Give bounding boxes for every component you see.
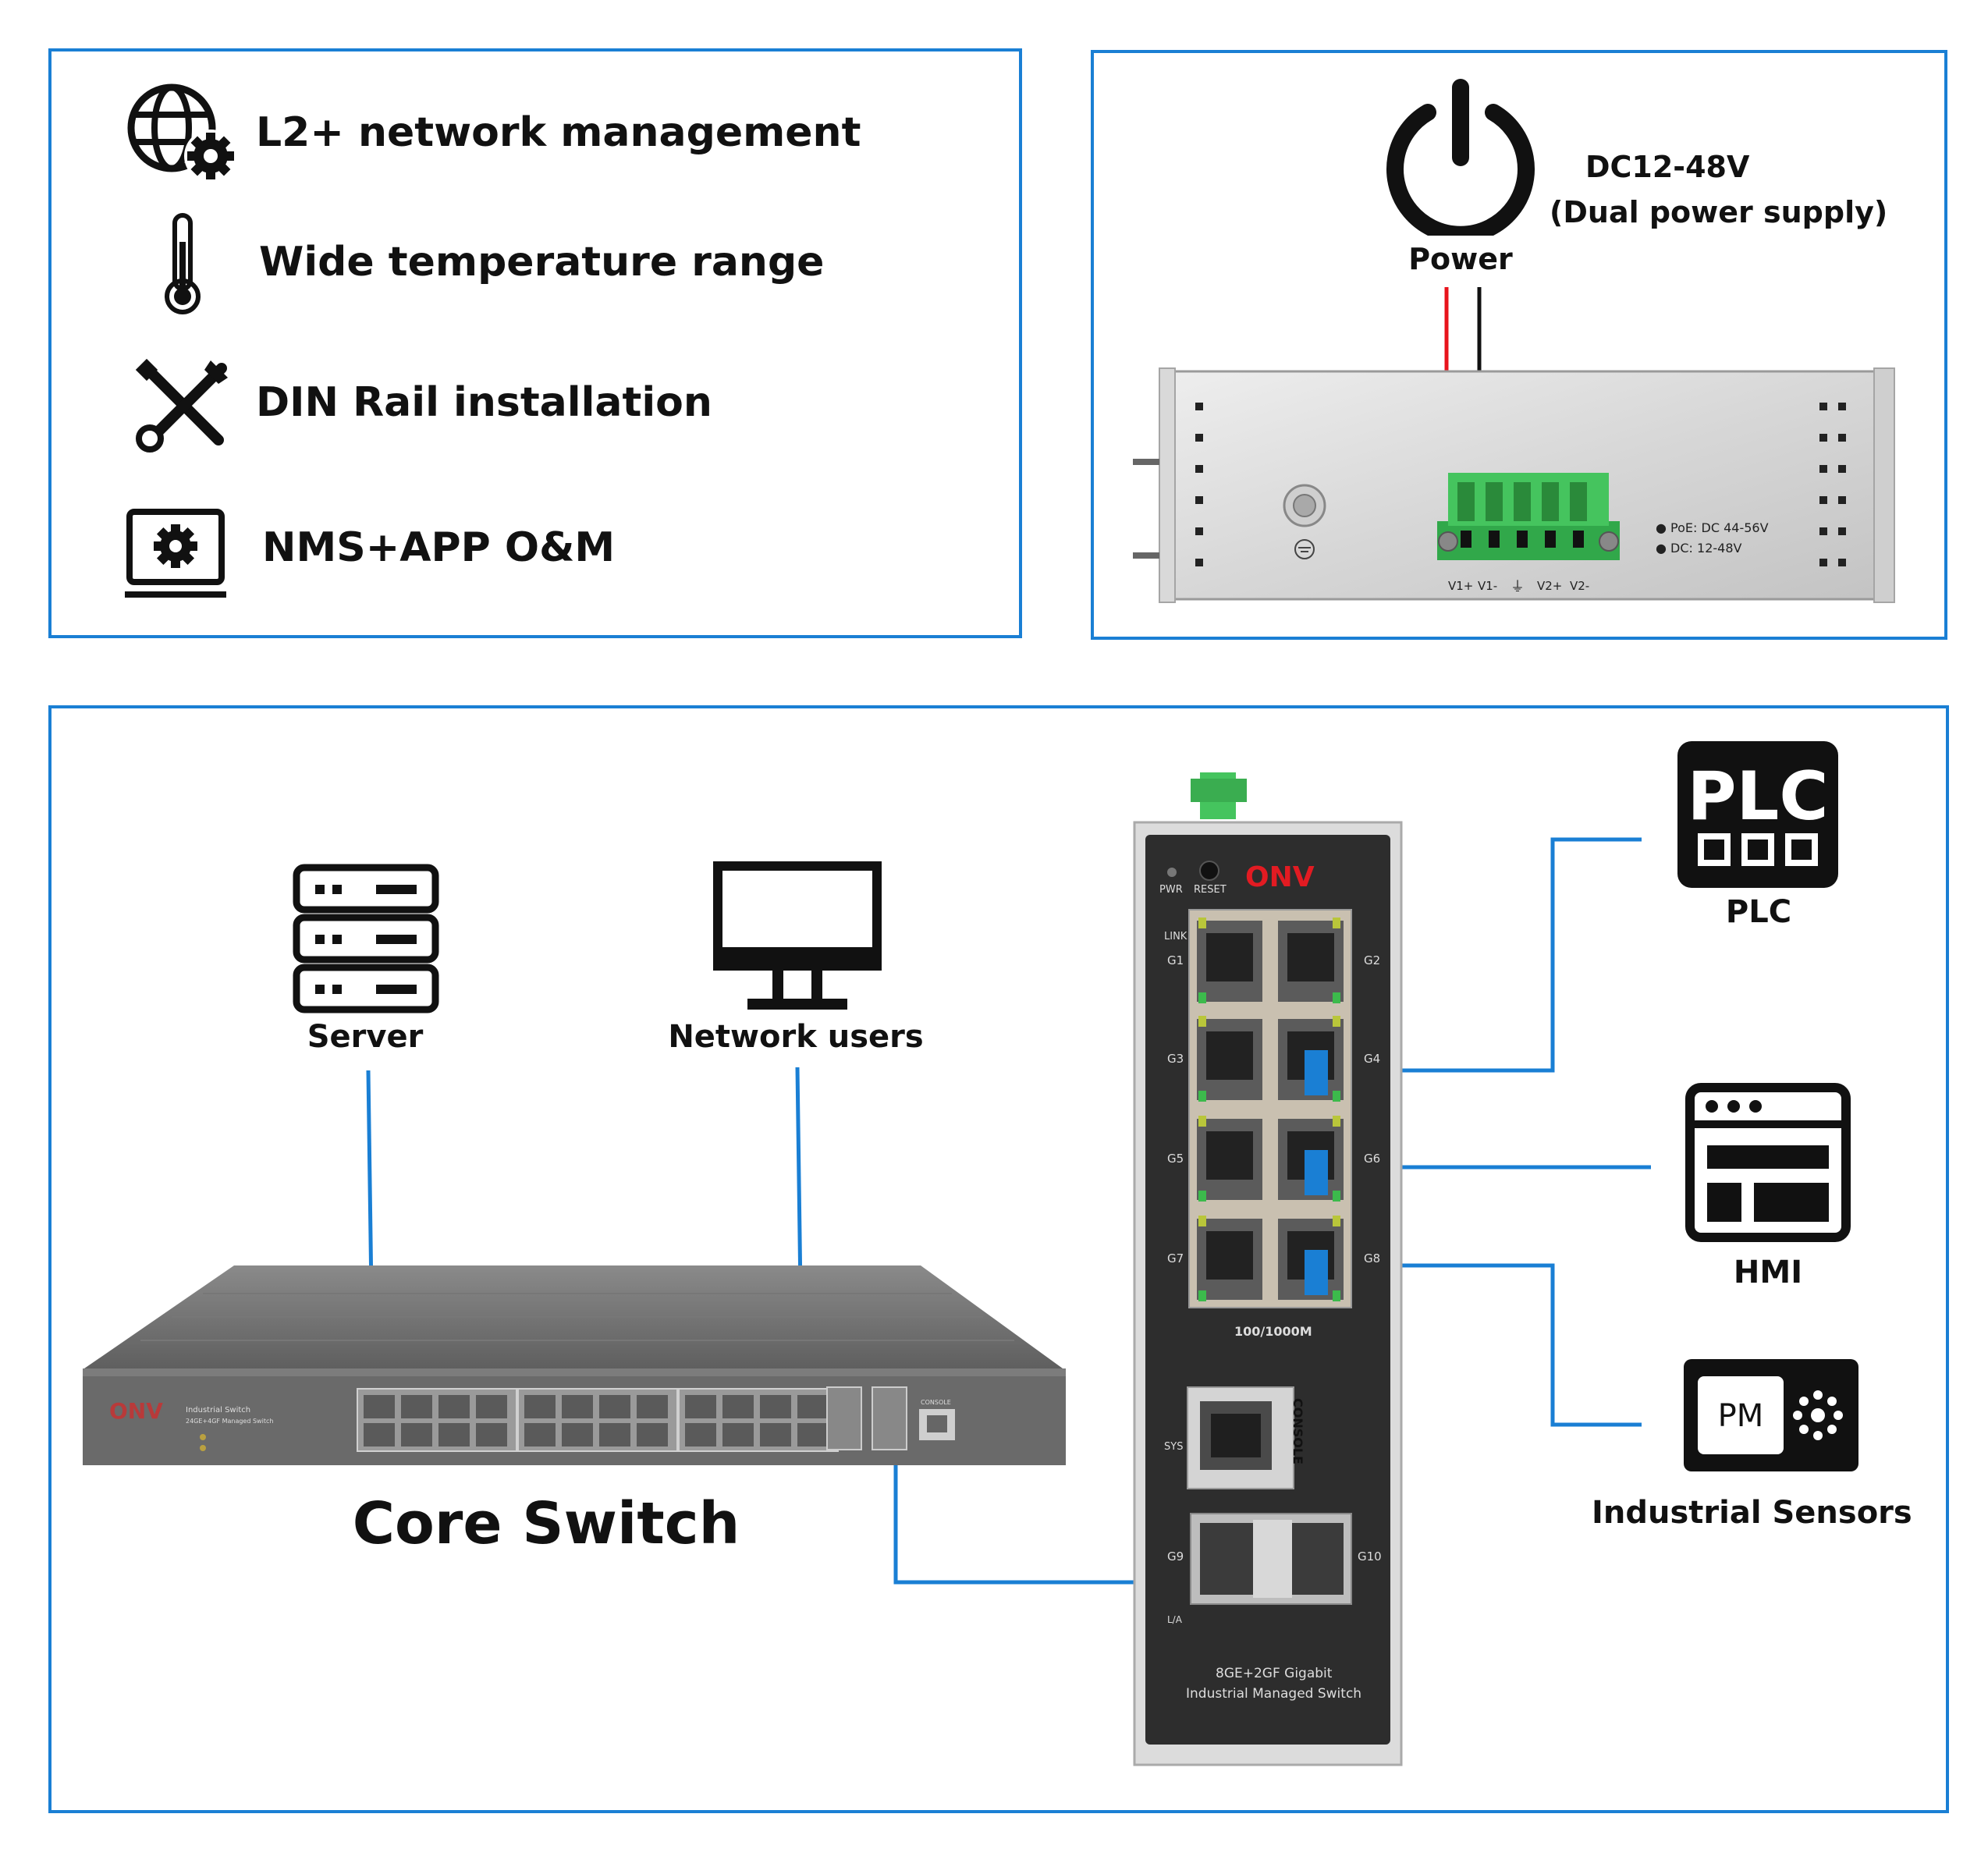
- features-panel: L2+ network management Wide temperature …: [48, 48, 1022, 638]
- sensor-icon: PM: [1684, 1359, 1858, 1471]
- feature-label-din: DIN Rail installation: [256, 379, 712, 426]
- terminal-label-gnd: ⏚: [1511, 579, 1525, 595]
- power-label: Power: [1408, 242, 1513, 276]
- din-la: L/A: [1167, 1614, 1183, 1625]
- din-port-g3: G3: [1167, 1052, 1184, 1066]
- din-console: CONSOLE: [1290, 1398, 1305, 1464]
- server-label: Server: [307, 1019, 424, 1055]
- core-switch: ONV Industrial Switch 24GE+4GF Managed S…: [83, 1265, 1066, 1465]
- din-model-1: 8GE+2GF Gigabit: [1216, 1666, 1333, 1681]
- plc-icon: PLC: [1677, 741, 1838, 888]
- din-port-g2: G2: [1364, 953, 1380, 967]
- din-sfp-g9: G9: [1167, 1549, 1184, 1564]
- network-users-label: Network users: [668, 1019, 924, 1055]
- feature-label-nms: NMS+APP O&M: [262, 524, 616, 571]
- power-note-dc: ● DC: 12-48V: [1656, 541, 1742, 556]
- topology-panel: [48, 705, 1949, 1813]
- core-switch-label: Core Switch: [352, 1490, 740, 1557]
- din-port-g4: G4: [1364, 1052, 1380, 1066]
- feature-label-network: L2+ network management: [256, 109, 861, 156]
- terminal-label-v2n: V2-: [1570, 579, 1589, 593]
- monitor-gear-icon: [125, 509, 226, 598]
- switch-side-view: V1+ V1- ⏚ V2+ V2- ● PoE: DC 44-56V ● DC:…: [1133, 367, 1895, 603]
- thermometer-icon: [165, 213, 201, 314]
- terminal-label-v2p: V2+: [1537, 579, 1562, 593]
- din-port-g1: G1: [1167, 953, 1184, 967]
- core-brand: ONV: [109, 1398, 163, 1424]
- din-sfp-g10: G10: [1358, 1549, 1382, 1564]
- din-reset: RESET: [1194, 884, 1227, 896]
- din-rail-switch: PWR RESET ONV LINK G1 G2 G3 G4 G5 G6 G7 …: [1133, 772, 1403, 1766]
- din-speed: 100/1000M: [1234, 1324, 1312, 1339]
- sensors-label: Industrial Sensors: [1592, 1495, 1912, 1531]
- power-panel: Power DC12-48V (Dual power supply): [1091, 50, 1947, 640]
- core-line2: 24GE+4GF Managed Switch: [186, 1418, 273, 1425]
- tools-icon: [135, 358, 228, 453]
- din-sys: SYS: [1164, 1441, 1183, 1453]
- terminal-label-v1n: V1-: [1478, 579, 1497, 593]
- hmi-icon: [1685, 1083, 1851, 1242]
- feature-label-temperature: Wide temperature range: [259, 239, 825, 286]
- din-port-g6: G6: [1364, 1152, 1380, 1166]
- desktop-monitor-icon: [713, 861, 882, 1010]
- din-model-2: Industrial Managed Switch: [1186, 1686, 1361, 1702]
- core-line1: Industrial Switch: [186, 1406, 250, 1415]
- globe-gear-icon: [127, 83, 236, 181]
- din-pwr: PWR: [1159, 884, 1183, 896]
- din-port-g7: G7: [1167, 1251, 1184, 1265]
- server-icon: [293, 864, 439, 1013]
- din-brand: ONV: [1245, 861, 1315, 893]
- terminal-label-v1p: V1+: [1448, 579, 1473, 593]
- hmi-label: HMI: [1733, 1255, 1803, 1290]
- power-spec-voltage: DC12-48V: [1585, 150, 1750, 184]
- din-link: LINK: [1164, 931, 1187, 942]
- plc-icon-text: PLC: [1688, 758, 1829, 836]
- power-note-poe: ● PoE: DC 44-56V: [1656, 520, 1769, 535]
- sensor-icon-text: PM: [1718, 1398, 1764, 1434]
- power-icon: [1386, 79, 1535, 236]
- plc-label: PLC: [1725, 894, 1792, 930]
- din-port-g8: G8: [1364, 1251, 1380, 1265]
- power-spec-dual: (Dual power supply): [1550, 195, 1888, 229]
- din-port-g5: G5: [1167, 1152, 1184, 1166]
- core-console: CONSOLE: [921, 1399, 951, 1406]
